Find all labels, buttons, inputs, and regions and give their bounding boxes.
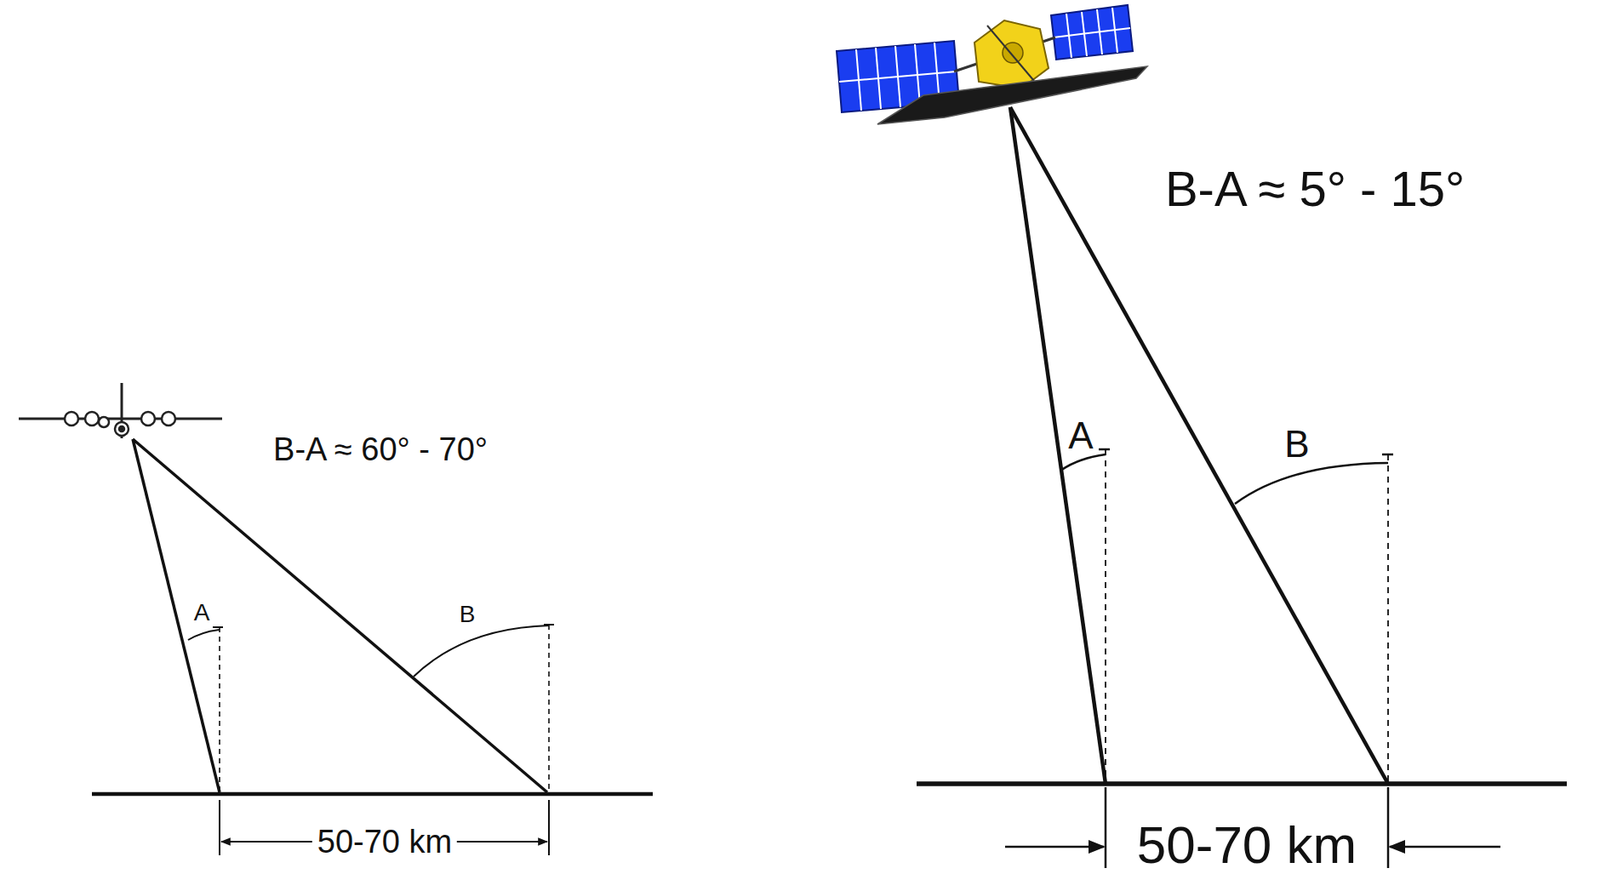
satellite <box>836 5 1148 125</box>
angle-difference: B-A ≈ 5° - 15° <box>1165 164 1465 214</box>
left-geometry <box>91 439 653 856</box>
angle-label: A <box>194 600 211 625</box>
angle-label: A <box>1068 417 1093 455</box>
dimension-label: 50-70 km <box>1137 818 1357 872</box>
right-geometry <box>916 107 1567 869</box>
angle-difference: B-A ≈ 60° - 70° <box>273 433 488 466</box>
airplane <box>18 382 223 439</box>
angle-label: B <box>459 602 476 627</box>
angle-label: B <box>1284 425 1309 463</box>
dimension-label: 50-70 km <box>312 823 458 860</box>
